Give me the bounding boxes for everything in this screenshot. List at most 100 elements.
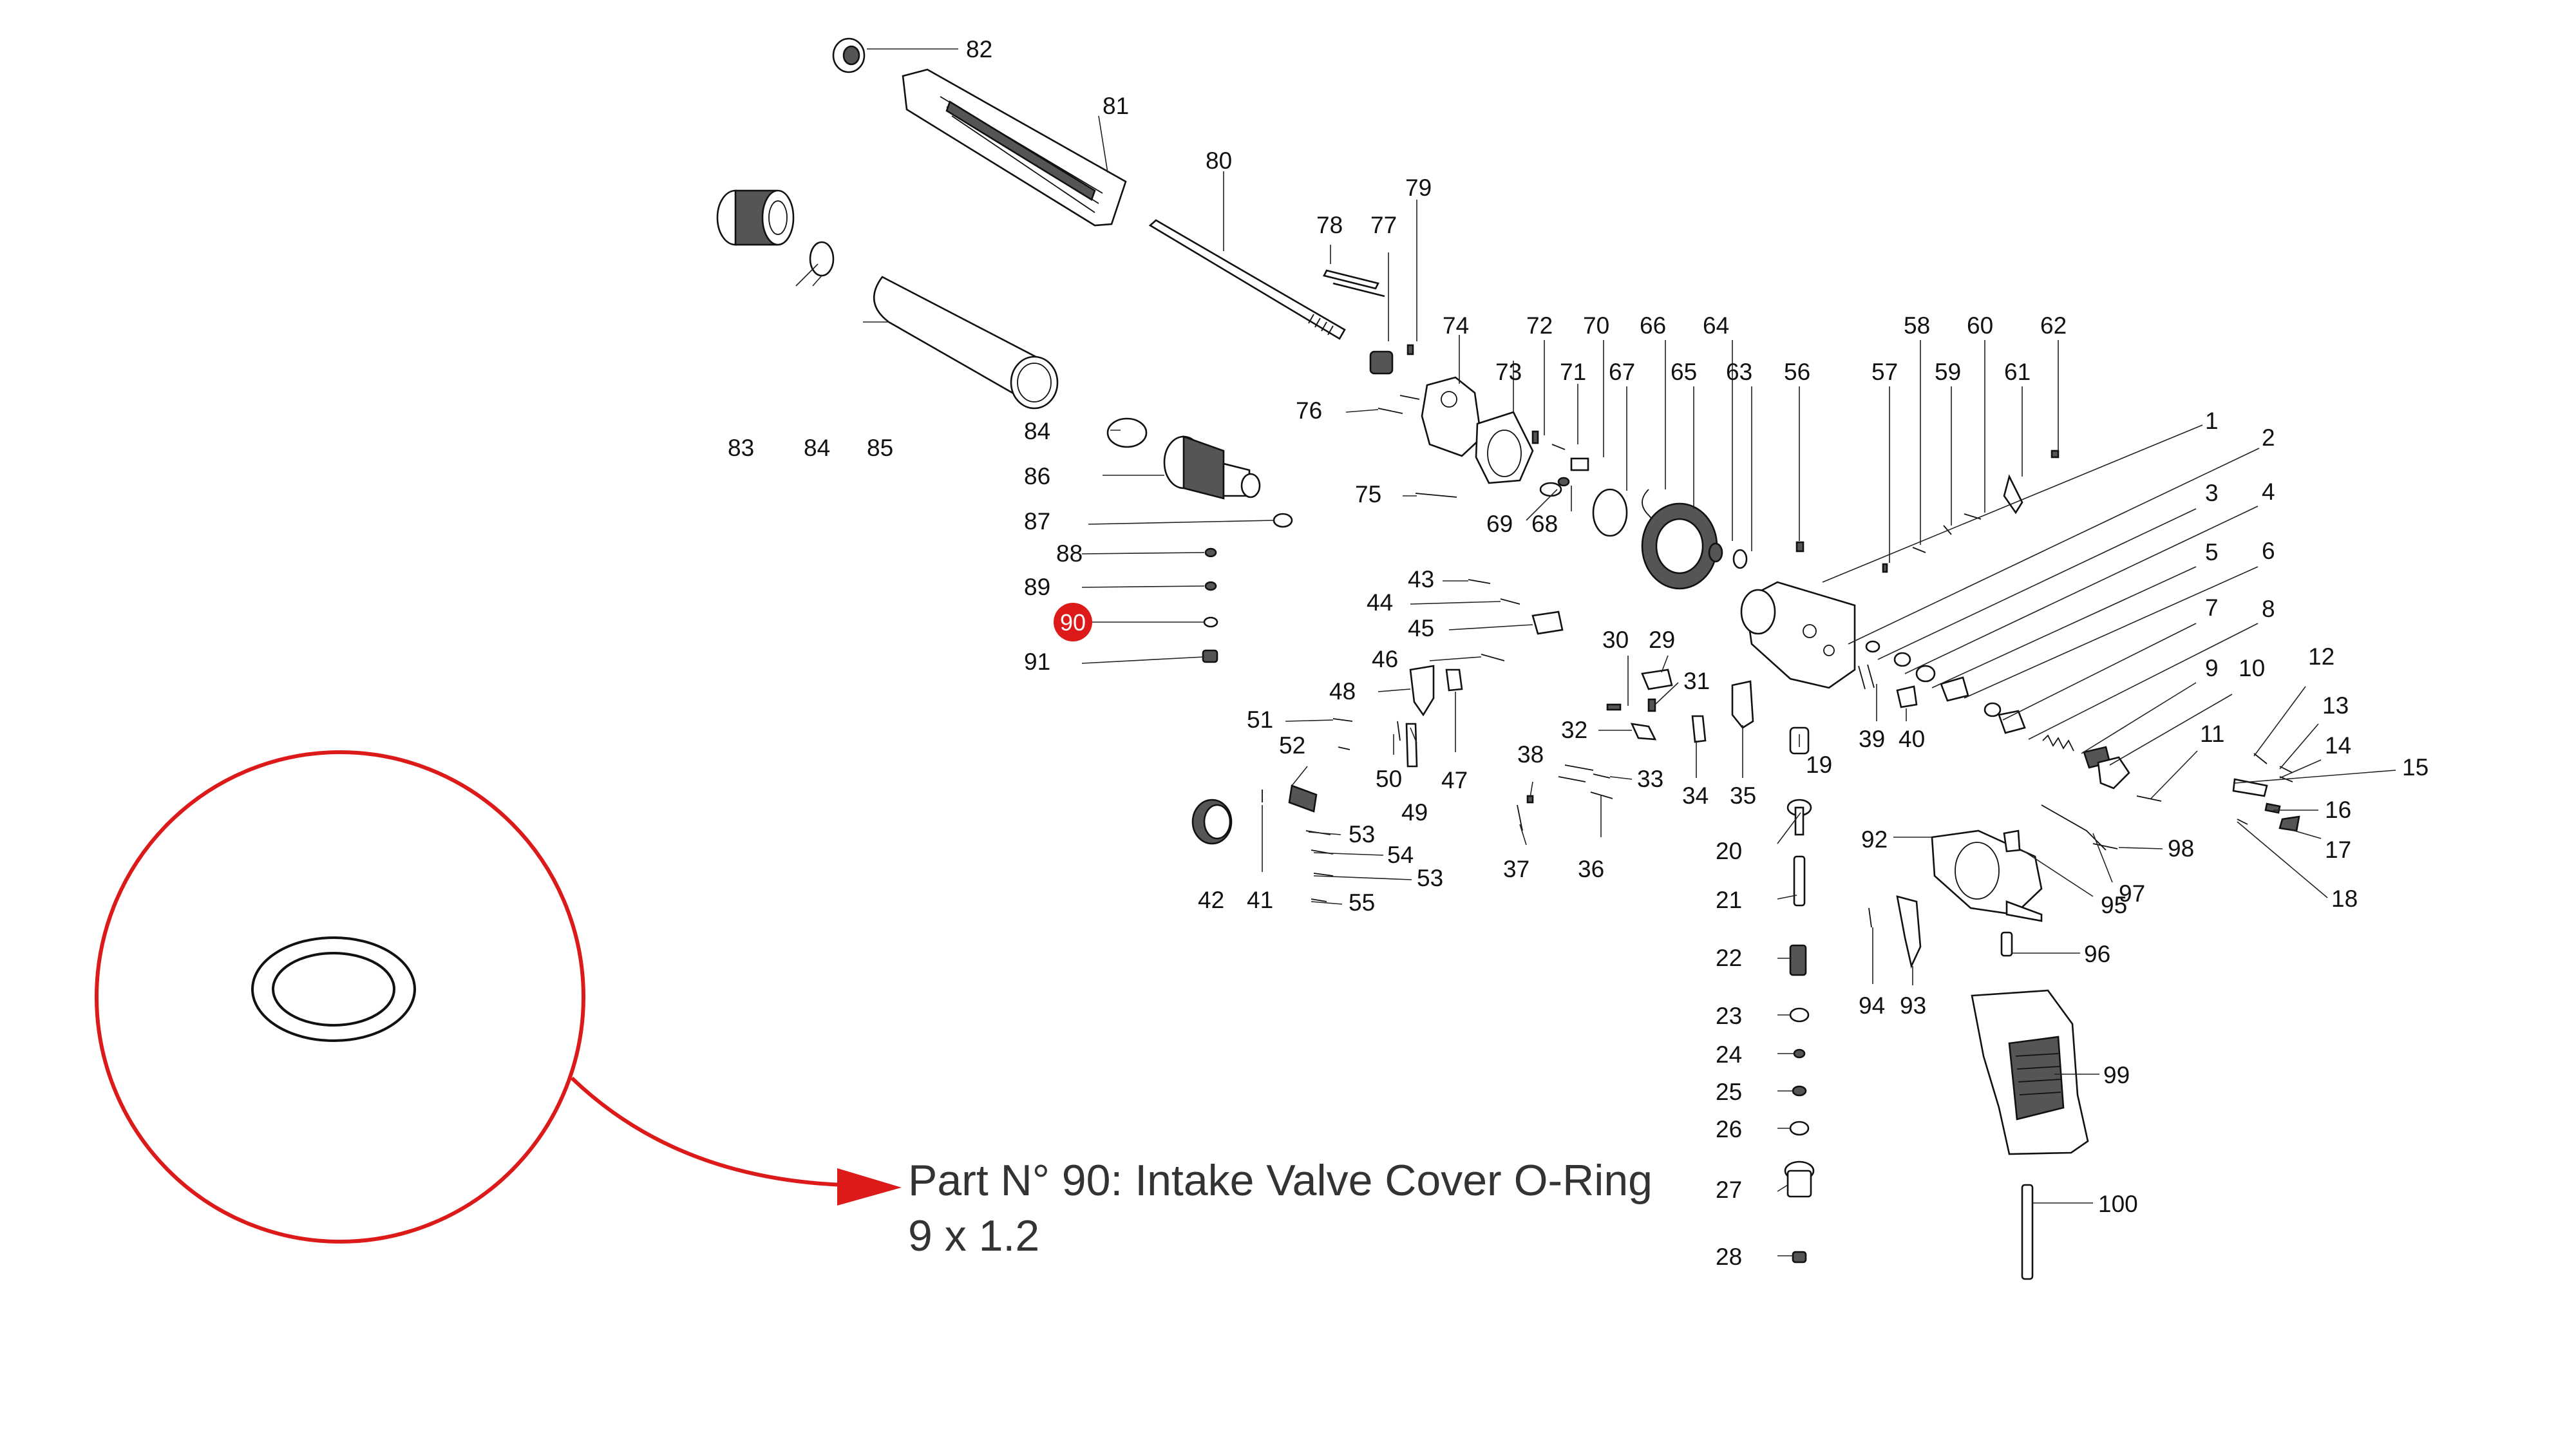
label-66: 66 bbox=[1640, 312, 1666, 339]
label-97: 97 bbox=[2119, 880, 2145, 907]
label-47: 47 bbox=[1441, 767, 1468, 793]
part-53-pin-lower bbox=[1313, 873, 1334, 876]
label-46: 46 bbox=[1372, 646, 1398, 672]
part-71-pin bbox=[1551, 444, 1566, 450]
zoomed-oring-inner bbox=[272, 952, 395, 1027]
part-100-bolt bbox=[2021, 1184, 2034, 1280]
label-42: 42 bbox=[1198, 887, 1224, 913]
label-1: 1 bbox=[2205, 408, 2219, 434]
label-31: 31 bbox=[1683, 668, 1710, 694]
label-51: 51 bbox=[1247, 706, 1273, 733]
label-25: 25 bbox=[1716, 1079, 1742, 1105]
label-99: 99 bbox=[2103, 1062, 2130, 1088]
label-35: 35 bbox=[1730, 782, 1756, 809]
label-38: 38 bbox=[1517, 741, 1544, 768]
label-62: 62 bbox=[2040, 312, 2067, 339]
label-89: 89 bbox=[1024, 574, 1050, 600]
label-29: 29 bbox=[1649, 627, 1675, 653]
part-69-part bbox=[1539, 482, 1562, 497]
label-57: 57 bbox=[1871, 359, 1898, 385]
label-75: 75 bbox=[1355, 481, 1381, 507]
part-39-pins bbox=[1858, 664, 1875, 690]
part-23-washer bbox=[1789, 1007, 1810, 1023]
label-100: 100 bbox=[2098, 1191, 2138, 1217]
caption-title: Part N° 90: Intake Valve Cover O-Ring bbox=[908, 1156, 1653, 1205]
part-52-spring bbox=[1288, 784, 1318, 813]
label-68: 68 bbox=[1531, 511, 1558, 537]
label-28: 28 bbox=[1716, 1244, 1742, 1270]
label-98: 98 bbox=[2168, 835, 2194, 862]
label-88: 88 bbox=[1056, 540, 1083, 567]
part-90-oring bbox=[1203, 616, 1218, 628]
part-36-pin bbox=[1590, 791, 1613, 799]
part-48-lever bbox=[1409, 665, 1435, 717]
part-12-pin bbox=[2253, 753, 2268, 764]
label-61: 61 bbox=[2004, 359, 2031, 385]
part-83-end-cap bbox=[716, 189, 795, 246]
callout-arrow-curve bbox=[570, 1076, 844, 1187]
label-33a: 33 bbox=[1637, 766, 1663, 792]
part-64-part bbox=[1708, 542, 1723, 563]
label-5: 5 bbox=[2205, 539, 2219, 565]
leader-lines bbox=[795, 48, 2396, 1256]
label-50: 50 bbox=[1376, 766, 1402, 792]
part-60-screw bbox=[1964, 513, 1982, 520]
label-90-highlight: 90 bbox=[1054, 603, 1092, 641]
label-74: 74 bbox=[1443, 312, 1469, 339]
part-37-part bbox=[1517, 804, 1523, 831]
label-86: 86 bbox=[1024, 463, 1050, 489]
part-49-part bbox=[1405, 723, 1418, 768]
label-20: 20 bbox=[1716, 838, 1742, 864]
label-2: 2 bbox=[2262, 424, 2275, 451]
label-60: 60 bbox=[1967, 312, 1993, 339]
part-92-trigger-housing bbox=[1931, 829, 2043, 922]
part-29-lever bbox=[1641, 668, 1673, 690]
label-73: 73 bbox=[1495, 359, 1522, 385]
part-42-cap bbox=[1191, 799, 1233, 845]
label-65: 65 bbox=[1671, 359, 1697, 385]
label-18: 18 bbox=[2331, 886, 2358, 912]
part-30-pin bbox=[1606, 703, 1622, 711]
part-55-pin bbox=[1311, 898, 1327, 902]
part-34-part bbox=[1691, 715, 1707, 743]
part-67-ring bbox=[1592, 488, 1628, 537]
part-78-pins bbox=[1323, 269, 1385, 298]
part-99-grip bbox=[1971, 989, 2089, 1155]
label-48: 48 bbox=[1329, 678, 1356, 705]
label-84a: 84 bbox=[804, 435, 830, 461]
part-93-trigger bbox=[1896, 895, 1922, 969]
part-46-pin bbox=[1481, 654, 1505, 661]
label-8: 8 bbox=[2262, 596, 2275, 622]
part-1-receiver bbox=[1740, 581, 1856, 689]
part-17-part bbox=[2278, 815, 2300, 832]
label-41: 41 bbox=[1247, 887, 1273, 913]
label-23: 23 bbox=[1716, 1003, 1742, 1029]
part-6-ring bbox=[1984, 702, 2002, 717]
label-7: 7 bbox=[2205, 594, 2219, 621]
label-54: 54 bbox=[1387, 842, 1414, 868]
part-3-ring bbox=[1893, 652, 1911, 667]
part-62-screw bbox=[2050, 450, 2060, 459]
label-21: 21 bbox=[1716, 887, 1742, 913]
label-94: 94 bbox=[1859, 992, 1885, 1019]
part-58-pin bbox=[1912, 547, 1926, 553]
part-2-ring bbox=[1865, 640, 1880, 653]
part-43-pin bbox=[1468, 579, 1491, 584]
label-14: 14 bbox=[2325, 732, 2351, 759]
caption-size: 9 x 1.2 bbox=[908, 1211, 1040, 1260]
label-59: 59 bbox=[1935, 359, 1961, 385]
label-84-right: 84 bbox=[1024, 418, 1050, 444]
label-78: 78 bbox=[1316, 212, 1343, 238]
label-83: 83 bbox=[728, 435, 754, 461]
label-11: 11 bbox=[2200, 721, 2224, 747]
label-24: 24 bbox=[1716, 1041, 1742, 1068]
part-61-bracket bbox=[2003, 474, 2023, 515]
part-32-lever bbox=[1630, 723, 1657, 741]
callout-labels: 82 81 80 79 78 77 83 84 85 84 84 86 87 8… bbox=[728, 36, 2429, 1270]
label-16: 16 bbox=[2325, 797, 2351, 823]
part-13-spring bbox=[2279, 766, 2293, 773]
label-30: 30 bbox=[1602, 627, 1629, 653]
part-56-screw bbox=[1795, 541, 1804, 553]
part-89-small bbox=[1204, 581, 1217, 591]
